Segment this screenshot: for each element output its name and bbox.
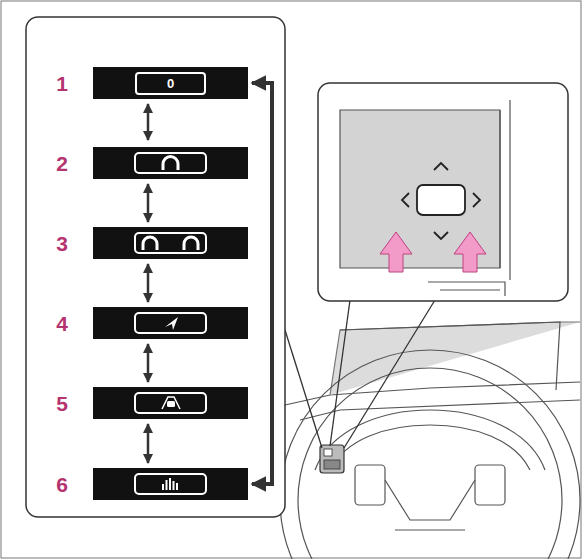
mode-icons xyxy=(143,157,198,491)
callout-number: 6 xyxy=(56,474,68,495)
mode-icon-frames xyxy=(135,153,206,494)
mode-box: 0 xyxy=(93,67,248,99)
callout-number: 1 xyxy=(56,73,68,94)
callout-number: 4 xyxy=(56,313,68,334)
mode-text: 0 xyxy=(167,77,174,90)
switch-inset xyxy=(318,83,568,301)
callout-number: 2 xyxy=(56,153,68,174)
leader-lines xyxy=(285,300,435,448)
mode-icon-frame: 0 xyxy=(135,72,206,95)
callout-number: 5 xyxy=(56,393,68,414)
callout-number: 3 xyxy=(56,233,68,254)
double-arrows xyxy=(147,104,150,463)
mode-panel xyxy=(26,17,285,517)
mode-boxes xyxy=(93,147,248,500)
return-arrow xyxy=(252,83,272,484)
dashboard-illustration xyxy=(280,322,580,559)
